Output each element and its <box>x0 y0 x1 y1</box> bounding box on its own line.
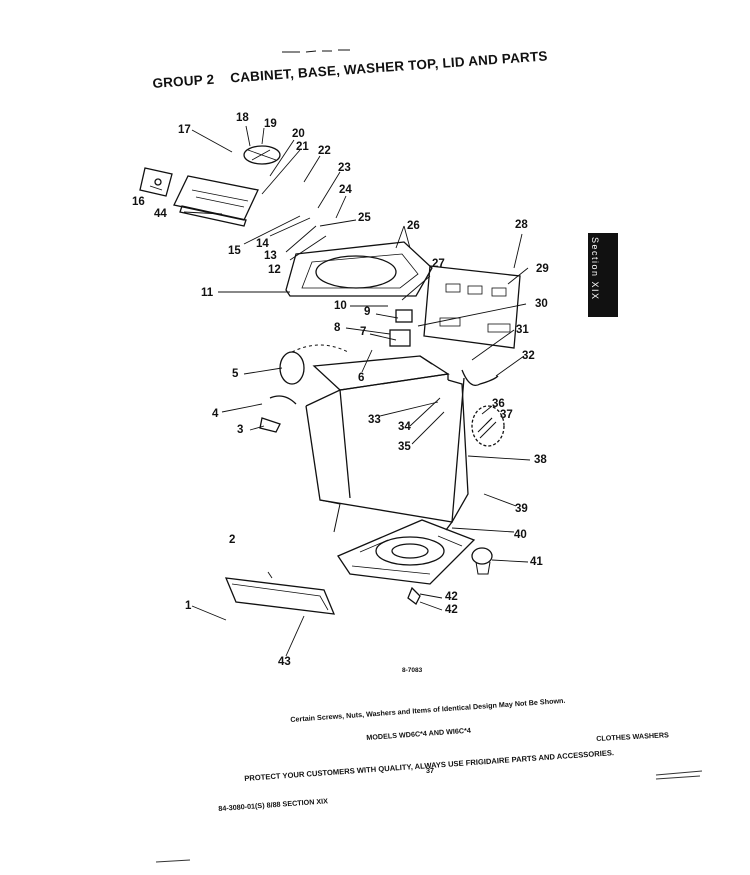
callout-41: 41 <box>530 556 543 568</box>
callout-34: 34 <box>398 421 411 433</box>
base-frame <box>337 519 476 585</box>
callout-44: 44 <box>154 208 167 220</box>
callout-5: 5 <box>232 368 239 380</box>
callout-36: 36 <box>492 398 505 410</box>
callout-28: 28 <box>515 219 528 231</box>
washer-top-outline <box>285 241 433 297</box>
callout-43: 43 <box>278 656 291 668</box>
callout-15: 15 <box>228 245 241 257</box>
callout-27: 27 <box>432 258 445 270</box>
callout-20: 20 <box>292 128 305 140</box>
callout-21: 21 <box>296 141 309 153</box>
clip-part <box>395 309 413 323</box>
foot-42 <box>407 586 421 605</box>
disc-part <box>471 405 505 447</box>
callout-26: 26 <box>407 220 420 232</box>
lid-edge <box>179 205 247 227</box>
cabinet-body <box>305 377 465 523</box>
callout-8: 8 <box>334 322 341 334</box>
callout-42a: 42 <box>445 591 458 603</box>
callout-12: 12 <box>268 264 281 276</box>
section-tab: Section XIX <box>588 233 618 317</box>
callout-40: 40 <box>514 529 527 541</box>
callout-6: 6 <box>358 372 365 384</box>
callout-30: 30 <box>535 298 548 310</box>
section-tab-label: Section XIX <box>590 237 600 301</box>
callout-35: 35 <box>398 441 411 453</box>
callout-11: 11 <box>201 287 214 299</box>
callout-31: 31 <box>516 324 529 336</box>
hinge-knob <box>243 145 281 165</box>
callout-42b: 42 <box>445 604 458 616</box>
top-dash-marks <box>282 49 350 53</box>
callout-22: 22 <box>318 145 331 157</box>
bottom-left-marks <box>155 859 191 863</box>
callout-29: 29 <box>536 263 549 275</box>
switch-part <box>389 329 411 347</box>
callout-39: 39 <box>515 503 528 515</box>
callout-10: 10 <box>334 300 347 312</box>
callout-13: 13 <box>264 250 277 262</box>
callout-17: 17 <box>178 124 191 136</box>
callout-24: 24 <box>339 184 352 196</box>
callout-38: 38 <box>534 454 547 466</box>
back-panel <box>423 265 521 349</box>
callout-18: 18 <box>236 112 249 124</box>
callout-4: 4 <box>212 408 219 420</box>
callout-25: 25 <box>358 212 371 224</box>
callout-7: 7 <box>360 326 367 338</box>
callout-3: 3 <box>237 424 244 436</box>
callout-32: 32 <box>522 350 535 362</box>
callout-1: 1 <box>185 600 192 612</box>
callout-2: 2 <box>229 534 236 546</box>
callout-33: 33 <box>368 414 381 426</box>
callout-9: 9 <box>364 306 371 318</box>
callout-14: 14 <box>256 238 269 250</box>
right-footer-marks <box>655 770 703 780</box>
callout-19: 19 <box>264 118 277 130</box>
figure-code: 8-7083 <box>402 667 423 674</box>
small-part-3 <box>259 417 281 433</box>
small-part-4 <box>269 395 297 405</box>
callout-37: 37 <box>500 409 513 421</box>
base-center <box>375 536 445 566</box>
hinge-bracket <box>139 167 173 197</box>
callout-23: 23 <box>338 162 351 174</box>
leveling-foot <box>471 547 493 565</box>
page-number: 37 <box>426 766 434 775</box>
bottom-plate <box>224 577 336 615</box>
hose-part <box>461 369 499 387</box>
cabinet-side <box>447 379 469 523</box>
callout-16: 16 <box>132 196 145 208</box>
